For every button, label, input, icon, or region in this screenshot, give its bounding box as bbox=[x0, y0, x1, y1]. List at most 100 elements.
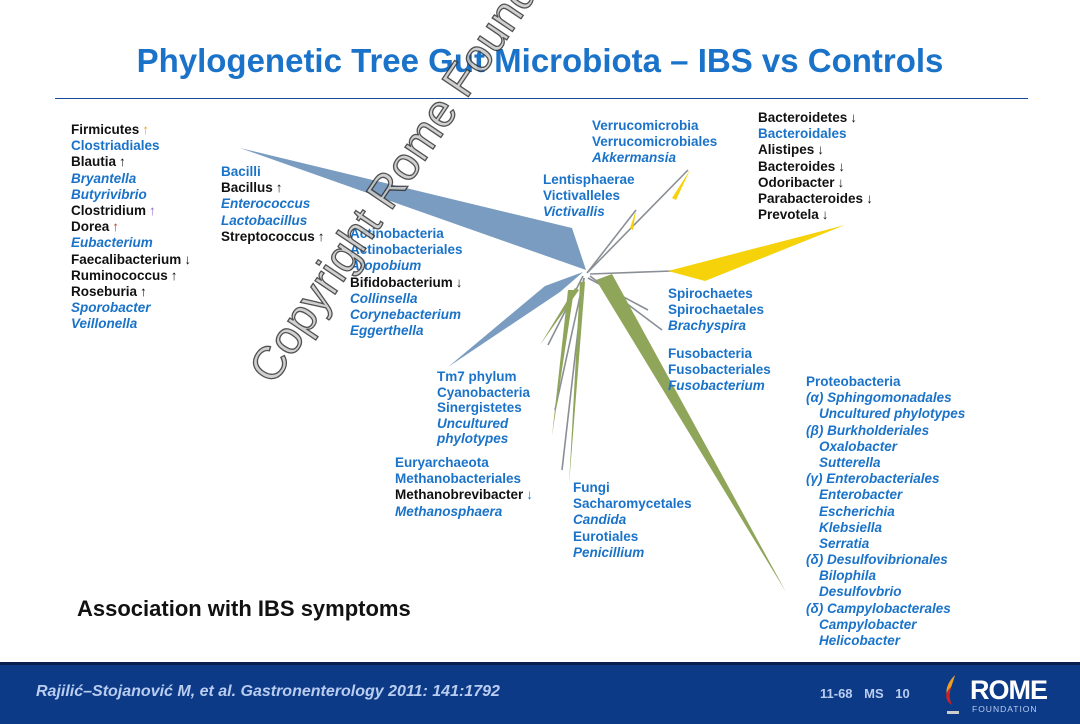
taxon-label: (δ) Campylobacterales bbox=[806, 601, 965, 617]
taxon-name: Sutterella bbox=[819, 454, 881, 470]
taxon-label: Brachyspira bbox=[668, 318, 764, 334]
rome-foundation-logo: ROME FOUNDATION bbox=[940, 673, 1060, 717]
taxon-label: Serratia bbox=[806, 536, 965, 552]
taxon-name: Clostridium bbox=[71, 202, 147, 218]
taxon-name: Ruminococcus bbox=[71, 267, 168, 283]
arrow-down-icon: ↓ bbox=[817, 142, 825, 158]
taxon-name: Butyrivibrio bbox=[71, 186, 147, 202]
branch-fungi bbox=[569, 282, 585, 485]
taxon-name: Penicillium bbox=[573, 544, 645, 560]
taxon-name: Euryarchaeota bbox=[395, 455, 489, 470]
taxon-name: Corynebacterium bbox=[350, 306, 462, 322]
taxon-label: Enterococcus bbox=[221, 196, 325, 212]
taxon-name: Sacharomycetales bbox=[573, 496, 692, 512]
branch-cyanobacteria-green bbox=[540, 288, 579, 345]
taxon-name: Fusobacteria bbox=[668, 346, 753, 361]
taxon-label: Uncultured bbox=[437, 415, 530, 433]
taxon-label: Verrucomicrobiales bbox=[592, 134, 717, 150]
taxon-name: Candida bbox=[573, 512, 627, 528]
slide-code: 11-68 MS 10 bbox=[820, 686, 910, 701]
taxon-name: Firmicutes bbox=[71, 122, 140, 137]
taxon-name: Faecalibacterium bbox=[71, 251, 182, 267]
taxon-name: Brachyspira bbox=[668, 318, 747, 334]
taxon-label: Spirochaetales bbox=[668, 302, 764, 318]
branch-lentisphaerae bbox=[630, 210, 636, 230]
arrow-down-icon: ↓ bbox=[837, 174, 845, 190]
taxon-name: Fusobacteriales bbox=[668, 362, 771, 378]
arrow-up-icon: ↑ bbox=[119, 154, 126, 170]
taxon-name: (γ) Enterobacteriales bbox=[806, 471, 940, 487]
citation: Rajilić–Stojanović M, et al. Gastronente… bbox=[36, 683, 500, 700]
taxon-label: Victivalleles bbox=[543, 188, 635, 204]
taxon-label: Dorea↑ bbox=[71, 219, 191, 235]
taxon-label: Butyrivibrio bbox=[71, 187, 191, 203]
taxon-label: Fusobacteria bbox=[668, 346, 771, 362]
taxon-label: Helicobacter bbox=[806, 633, 965, 649]
taxon-name: Klebsiella bbox=[819, 519, 883, 535]
taxon-label: Veillonella bbox=[71, 316, 191, 332]
taxon-name: Desulfovbrio bbox=[819, 584, 902, 600]
taxon-name: Spirochaetes bbox=[668, 286, 753, 301]
taxon-label: (δ) Desulfovibrionales bbox=[806, 552, 965, 568]
arrow-up-icon: ↑ bbox=[140, 283, 147, 299]
taxon-name: Escherichia bbox=[819, 503, 895, 519]
taxon-name: Fungi bbox=[573, 480, 610, 495]
branch-verrucomicrobia-stem bbox=[587, 169, 689, 273]
taxon-name: Roseburia bbox=[71, 283, 138, 299]
branch-verrucomicrobia bbox=[672, 170, 690, 200]
taxon-label: Faecalibacterium↓ bbox=[71, 252, 191, 268]
taxon-name: Bifidobacterium bbox=[350, 274, 453, 290]
arrow-down-icon: ↓ bbox=[838, 158, 846, 174]
association-label: Association with IBS symptoms bbox=[77, 596, 411, 621]
taxon-name: Spirochaetales bbox=[668, 302, 765, 318]
taxon-label: Fusobacterium bbox=[668, 378, 771, 394]
taxon-name: Actinobacteria bbox=[350, 226, 444, 241]
taxon-name: Collinsella bbox=[350, 290, 418, 306]
taxon-label: Uncultured phylotypes bbox=[806, 406, 965, 422]
taxon-label: Firmicutes↑ bbox=[71, 122, 191, 138]
taxon-label: Lactobacillus bbox=[221, 213, 325, 229]
taxon-name: Eggerthella bbox=[350, 323, 424, 339]
taxon-name: Veillonella bbox=[71, 316, 138, 332]
taxon-label: Sinergistetes bbox=[437, 401, 530, 417]
taxon-name: Sporobacter bbox=[71, 300, 151, 316]
taxon-label: phylotypes bbox=[437, 432, 530, 448]
taxon-name: Bilophila bbox=[819, 568, 876, 584]
taxon-label: Enterobacter bbox=[806, 487, 965, 503]
taxon-label: Clostridium↑ bbox=[71, 203, 191, 219]
taxon-label: Lentisphaerae bbox=[543, 172, 635, 188]
branch-proteobacteria bbox=[596, 274, 786, 592]
taxon-name: Tm7 phylum bbox=[437, 369, 517, 384]
taxon-label: (α) Sphingomonadales bbox=[806, 390, 965, 406]
arrow-up-icon: ↑ bbox=[170, 267, 178, 283]
taxon-name: Streptococcus bbox=[221, 228, 315, 244]
branch-actinobacteria bbox=[448, 272, 583, 367]
branch-lentisphaerae-stem bbox=[586, 209, 637, 274]
footer-bar: Rajilić–Stojanović M, et al. Gastronente… bbox=[0, 662, 1080, 724]
taxon-label: Spirochaetes bbox=[668, 286, 764, 302]
taxon-name: Actinobacteriales bbox=[350, 242, 463, 258]
taxon-name: Bryantella bbox=[71, 170, 137, 186]
arrow-down-icon: ↓ bbox=[866, 190, 873, 206]
taxon-label: Victivallis bbox=[543, 204, 635, 220]
taxon-label: Parabacteroides↓ bbox=[758, 191, 873, 207]
taxon-label: Ruminococcus↑ bbox=[71, 268, 191, 284]
taxon-label: Oxalobacter bbox=[806, 439, 965, 455]
taxon-label: Bacteroides↓ bbox=[758, 159, 873, 175]
taxon-name: Methanosphaera bbox=[395, 503, 503, 519]
arrow-up-icon: ↑ bbox=[317, 228, 325, 244]
taxon-label: Methanobacteriales bbox=[395, 471, 533, 487]
taxon-label: Desulfovbrio bbox=[806, 584, 965, 600]
taxon-name: Uncultured bbox=[437, 415, 509, 431]
taxon-name: Campylobacter bbox=[819, 616, 917, 632]
taxon-name: Alistipes bbox=[758, 142, 815, 158]
taxon-name: Helicobacter bbox=[819, 633, 901, 648]
taxon-label: Roseburia↑ bbox=[71, 284, 191, 300]
taxon-name: Uncultured phylotypes bbox=[819, 406, 966, 422]
taxon-name: Atopobium bbox=[350, 258, 422, 274]
taxon-name: Sinergistetes bbox=[437, 400, 522, 415]
